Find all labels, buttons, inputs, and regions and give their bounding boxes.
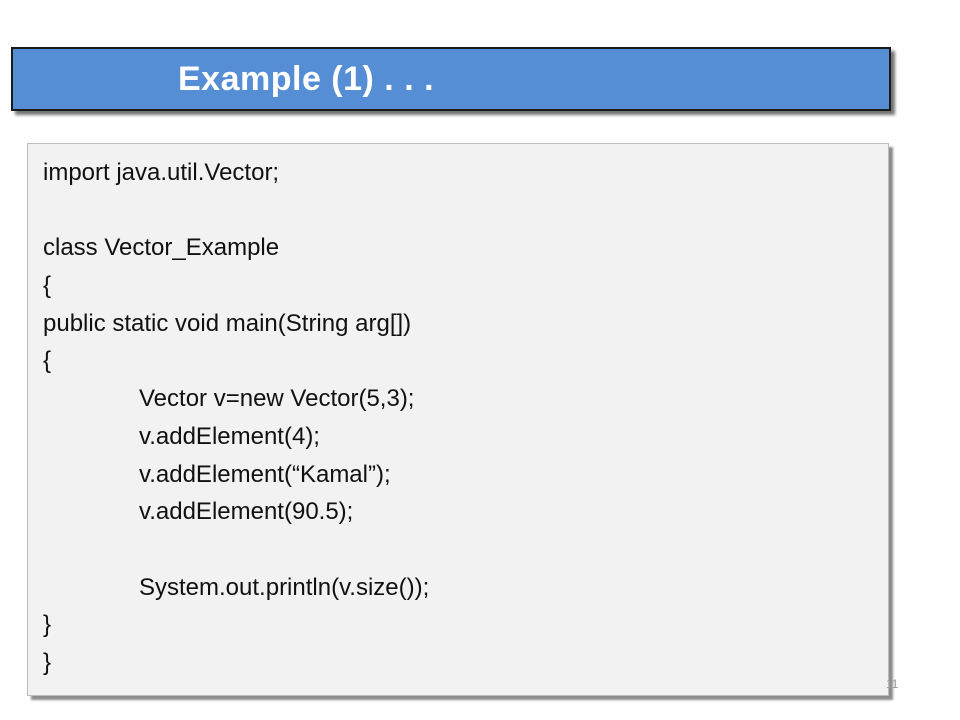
code-line-main-close-brace: } — [43, 611, 52, 639]
code-line-add-int: v.addElement(4); — [139, 422, 320, 450]
code-line-add-double: v.addElement(90.5); — [139, 498, 354, 526]
code-line-print-size: System.out.println(v.size()); — [139, 573, 430, 601]
code-line-vector-new: Vector v=new Vector(5,3); — [139, 385, 415, 413]
slide-number: 11 — [886, 677, 899, 691]
code-block: import java.util.Vector; class Vector_Ex… — [27, 143, 889, 696]
code-line-class-open-brace: { — [43, 272, 52, 300]
slide-title: Example (1) . . . — [178, 60, 435, 98]
code-line-main-signature: public static void main(String arg[]) — [43, 309, 412, 337]
code-line-blank — [43, 192, 429, 230]
code-line-blank — [43, 531, 429, 569]
code-line-import: import java.util.Vector; — [43, 159, 280, 186]
slide-title-bar: Example (1) . . . — [11, 47, 891, 111]
code-line-main-open-brace: { — [43, 347, 52, 375]
code-line-class-declaration: class Vector_Example — [43, 234, 280, 262]
code-line-add-string: v.addElement(“Kamal”); — [139, 460, 391, 488]
code-lines: import java.util.Vector; class Vector_Ex… — [43, 154, 429, 682]
code-line-class-close-brace: } — [43, 648, 52, 676]
